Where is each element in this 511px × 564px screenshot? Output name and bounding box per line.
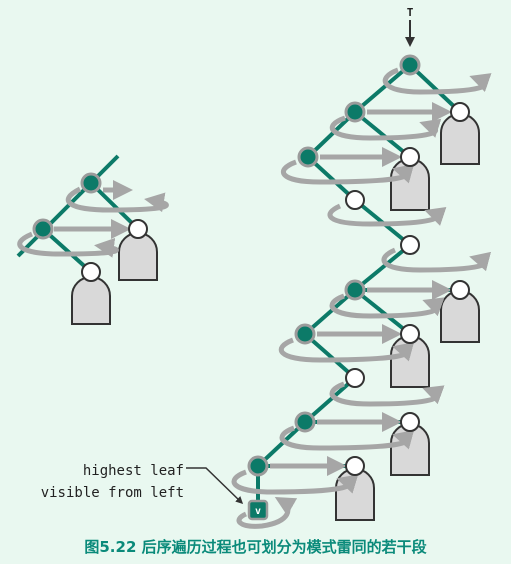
pattern-diagram bbox=[16, 154, 169, 325]
pattern-subtree bbox=[71, 276, 111, 325]
white-node bbox=[400, 147, 420, 167]
white-node bbox=[345, 456, 365, 476]
spine-node bbox=[294, 411, 316, 433]
white-node bbox=[345, 368, 365, 388]
tree-edge bbox=[306, 155, 357, 202]
traversal-loop bbox=[231, 469, 359, 495]
traversal-loop bbox=[329, 115, 442, 141]
traversal-loop bbox=[281, 159, 415, 185]
deepest-node-label: v bbox=[255, 506, 261, 517]
deepest-node bbox=[247, 499, 269, 521]
pattern-subtree bbox=[118, 232, 158, 281]
pattern-white-node bbox=[81, 262, 101, 282]
figure-caption: 图5.22 后序遍历过程也可划分为模式雷同的若干段 bbox=[84, 538, 427, 556]
traversal-loop bbox=[382, 67, 492, 95]
callout-pointer bbox=[186, 467, 244, 505]
tree-edge bbox=[303, 376, 357, 424]
pattern-loop bbox=[65, 186, 169, 213]
pattern-loop bbox=[17, 231, 119, 258]
white-node bbox=[400, 412, 420, 432]
traversal-loop bbox=[279, 425, 415, 451]
root-label: T bbox=[407, 6, 414, 19]
tree-edge bbox=[353, 288, 412, 336]
spine-node bbox=[344, 279, 366, 301]
traversal-loop bbox=[329, 293, 445, 319]
spine-node bbox=[297, 146, 319, 168]
spine-node bbox=[247, 455, 269, 477]
spine-node bbox=[399, 54, 421, 76]
white-node bbox=[345, 190, 365, 210]
callout-line-1: highest leaf bbox=[82, 463, 184, 479]
traversal-path-diagram: T bbox=[186, 6, 492, 529]
white-node bbox=[450, 102, 470, 122]
traversal-loop bbox=[329, 381, 445, 407]
spine-node bbox=[344, 101, 366, 123]
tree-edge bbox=[353, 110, 412, 159]
tree-edge bbox=[303, 332, 357, 380]
spine-node bbox=[294, 323, 316, 345]
tree-edge bbox=[303, 288, 357, 336]
tree-edge bbox=[353, 243, 412, 292]
tree-edge bbox=[306, 110, 357, 159]
traversal-loop bbox=[236, 497, 298, 529]
pattern-spine-upper bbox=[16, 154, 120, 258]
pattern-spine-node bbox=[80, 172, 102, 194]
white-node bbox=[450, 280, 470, 300]
callout-line-2: visible from left bbox=[40, 485, 184, 501]
pattern-spine-node bbox=[32, 218, 54, 240]
tree-edge bbox=[353, 63, 412, 114]
traversal-loop bbox=[381, 247, 492, 273]
pattern-white-node bbox=[128, 219, 148, 239]
subtree bbox=[335, 468, 375, 521]
white-node bbox=[400, 235, 420, 255]
traversal-loop bbox=[278, 337, 415, 363]
white-node bbox=[400, 324, 420, 344]
pattern-edge bbox=[41, 227, 93, 274]
traversal-loop bbox=[327, 203, 447, 227]
tree-edge bbox=[256, 420, 307, 468]
